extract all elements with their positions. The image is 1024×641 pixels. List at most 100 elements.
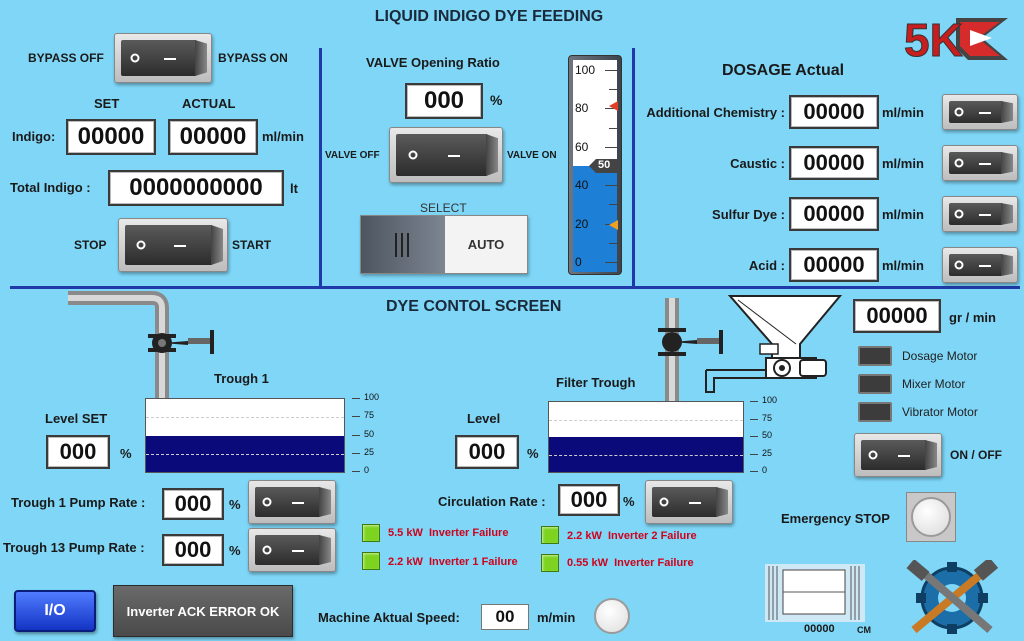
dosage-value-field: 00000 — [789, 197, 879, 231]
total-indigo-unit: lt — [290, 181, 298, 196]
dosage-label: Sulfur Dye : — [712, 207, 785, 222]
inverter-2-lamp — [541, 526, 559, 544]
on-icon — [979, 265, 992, 267]
gauge-tick-mark — [609, 89, 617, 91]
dosage-switch[interactable] — [942, 94, 1018, 130]
valve-switch[interactable] — [389, 127, 503, 183]
off-icon — [262, 545, 272, 555]
auto-option[interactable]: AUTO — [445, 216, 527, 273]
trough13-pump-label: Trough 13 Pump Rate : — [3, 540, 145, 555]
gauge-tick-label: 40 — [575, 178, 589, 193]
trough1-pipe — [68, 291, 214, 398]
filter-trough-tank — [548, 401, 744, 473]
on-icon — [291, 550, 304, 552]
off-icon — [130, 53, 140, 63]
scale-tick-label: 25 — [762, 447, 773, 458]
gauge-value-marker: 50 — [589, 159, 619, 173]
indigo-label: Indigo: — [12, 129, 56, 144]
trough1-pump-switch[interactable] — [248, 480, 336, 524]
dosage-switch[interactable] — [942, 247, 1018, 283]
dosage-label: Additional Chemistry : — [646, 105, 785, 120]
level-dash-line — [549, 454, 743, 456]
bypass-switch[interactable] — [114, 33, 212, 83]
gauge-tick-mark — [605, 108, 617, 110]
scale-tick-label: 50 — [364, 428, 375, 439]
select-label: SELECT — [420, 201, 467, 215]
trough1-tank — [145, 398, 345, 473]
off-icon — [136, 240, 146, 250]
scale-tick-mark — [750, 471, 758, 472]
trough1-pump-unit: % — [229, 497, 241, 512]
dosage-title: DOSAGE Actual — [722, 62, 845, 79]
filter-level-field: 000 — [455, 435, 519, 469]
scale-tick-mark — [750, 401, 758, 402]
inverter-2-text: 2.2 kW Inverter 2 Failure — [567, 530, 697, 542]
trough13-pump-field[interactable]: 000 — [162, 534, 224, 566]
gauge-tick-mark — [609, 204, 617, 206]
motor-label: Dosage Motor — [902, 349, 978, 363]
emergency-stop-label: Emergency STOP — [781, 511, 890, 526]
valve-ratio-title: VALVE Opening Ratio — [366, 55, 500, 70]
scale-tick-label: 100 — [364, 392, 380, 402]
filter-level-label: Level — [467, 411, 501, 426]
dosage-switch[interactable] — [942, 196, 1018, 232]
scale-tick-mark — [750, 418, 758, 420]
io-button[interactable]: I/O — [14, 590, 96, 632]
circulation-rate-field[interactable]: 000 — [558, 484, 620, 516]
bypass-on-label: BYPASS ON — [218, 51, 288, 65]
indigo-set-field[interactable]: 00000 — [66, 119, 156, 155]
selector-knob[interactable] — [361, 216, 445, 273]
motor-status-lamp — [858, 402, 892, 422]
on-icon — [979, 112, 992, 114]
trough1-title: Trough 1 — [214, 371, 269, 386]
inverter-ack-button[interactable]: Inverter ACK ERROR OK — [113, 585, 293, 637]
start-label: START — [232, 238, 272, 252]
circulation-rate-label: Circulation Rate : — [438, 494, 546, 509]
trough1-pump-label: Trough 1 Pump Rate : — [11, 495, 146, 510]
circulation-switch[interactable] — [645, 480, 733, 524]
indigo-unit: ml/min — [262, 129, 304, 144]
inverter-0-55kw-text: 0.55 kW Inverter Failure — [567, 557, 694, 569]
on-icon — [979, 214, 992, 216]
inverter-5-5kw-text: 5.5 kW Inverter Failure — [388, 527, 509, 539]
on-icon — [447, 155, 460, 157]
trough1-level-set-field[interactable]: 000 — [46, 435, 110, 469]
company-logo: 5K — [900, 10, 1012, 67]
indigo-actual-field: 00000 — [168, 119, 258, 155]
total-indigo-label: Total Indigo : — [10, 180, 91, 195]
gauge-tick-mark — [605, 70, 617, 71]
gauge-tick-mark — [605, 262, 617, 263]
dosage-value-field: 00000 — [789, 248, 879, 282]
dosage-unit: ml/min — [882, 207, 924, 222]
off-icon — [868, 450, 878, 460]
gauge-tick-label: 60 — [575, 139, 589, 154]
divider-horizontal — [10, 286, 1020, 289]
filter-level-unit: % — [527, 446, 539, 461]
motor-status-lamp — [858, 346, 892, 366]
scale-tick-label: 0 — [762, 465, 768, 475]
gauge-tick-label: 80 — [575, 101, 589, 116]
scale-tick-label: 0 — [364, 465, 370, 475]
trough1-pump-field[interactable]: 000 — [162, 488, 224, 520]
motors-on-off-switch[interactable] — [854, 433, 942, 477]
on-icon — [291, 502, 304, 504]
dosage-unit: ml/min — [882, 258, 924, 273]
scale-tick-label: 25 — [364, 446, 375, 457]
off-icon — [954, 158, 964, 168]
settings-tools-icon[interactable] — [900, 560, 1012, 636]
level-dash-line — [549, 419, 743, 421]
dosage-switch[interactable] — [942, 145, 1018, 181]
scale-tick-mark — [352, 398, 360, 399]
filter-pipe — [658, 298, 723, 402]
start-stop-switch[interactable] — [118, 218, 228, 272]
valve-on-label: VALVE ON — [507, 150, 557, 161]
gauge-tick-mark — [609, 127, 617, 129]
mode-selector[interactable]: AUTO — [360, 215, 528, 274]
dosage-value-field: 00000 — [789, 95, 879, 129]
emergency-stop-button[interactable] — [906, 492, 956, 542]
dosage-value-field: 00000 — [789, 146, 879, 180]
trough13-pump-switch[interactable] — [248, 528, 336, 572]
scale-tick-label: 100 — [762, 395, 778, 405]
set-header: SET — [94, 96, 120, 111]
